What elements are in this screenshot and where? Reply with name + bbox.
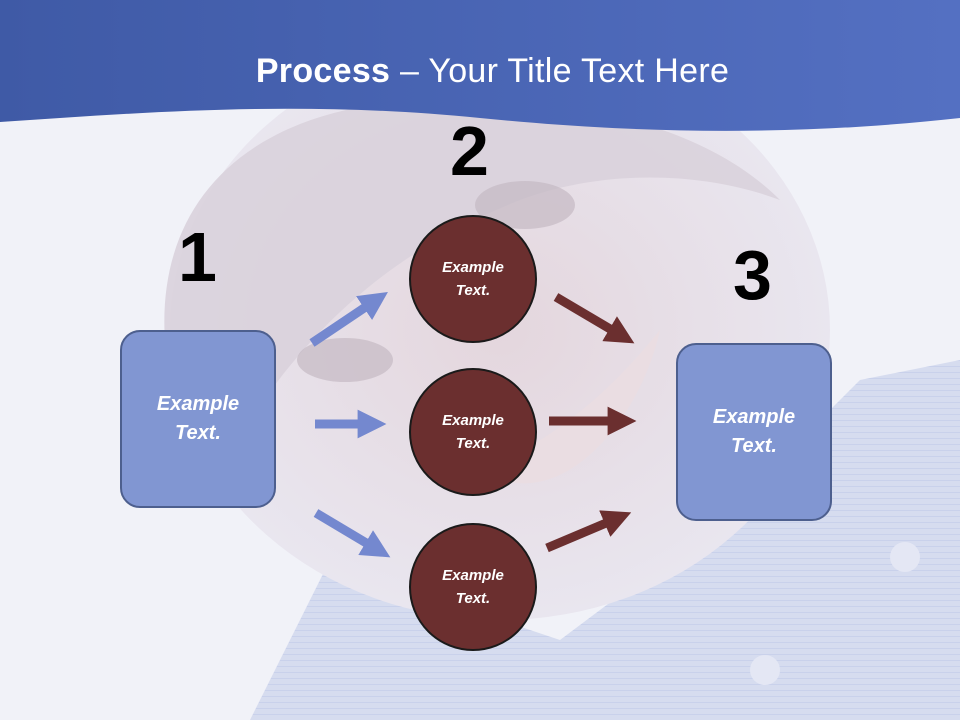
hair-shape [164, 99, 780, 420]
title-bold: Process [255, 52, 391, 90]
step-number-1: 1 [178, 218, 217, 296]
shirt-button [890, 542, 920, 572]
process-circle-top[interactable]: Example Text. [409, 215, 537, 343]
eye-left [297, 338, 393, 382]
slide-title: Process – Your Title Text Here [0, 52, 960, 91]
step-number-3: 3 [733, 236, 772, 314]
right-arrow-icon [553, 293, 635, 344]
step-number-2: 2 [450, 112, 489, 190]
right-arrow-icon [313, 509, 391, 558]
process-circle-bottom[interactable]: Example Text. [409, 523, 537, 651]
right-arrow-icon [545, 510, 632, 553]
process-circle-middle[interactable]: Example Text. [409, 368, 537, 496]
shirt-button [750, 655, 780, 685]
right-process-box[interactable]: Example Text. [676, 343, 832, 521]
eye-right [475, 181, 575, 229]
right-arrow-icon [309, 291, 388, 347]
title-rest: – Your Title Text Here [390, 52, 730, 90]
left-process-box[interactable]: Example Text. [120, 330, 276, 508]
header-band [0, 0, 960, 131]
